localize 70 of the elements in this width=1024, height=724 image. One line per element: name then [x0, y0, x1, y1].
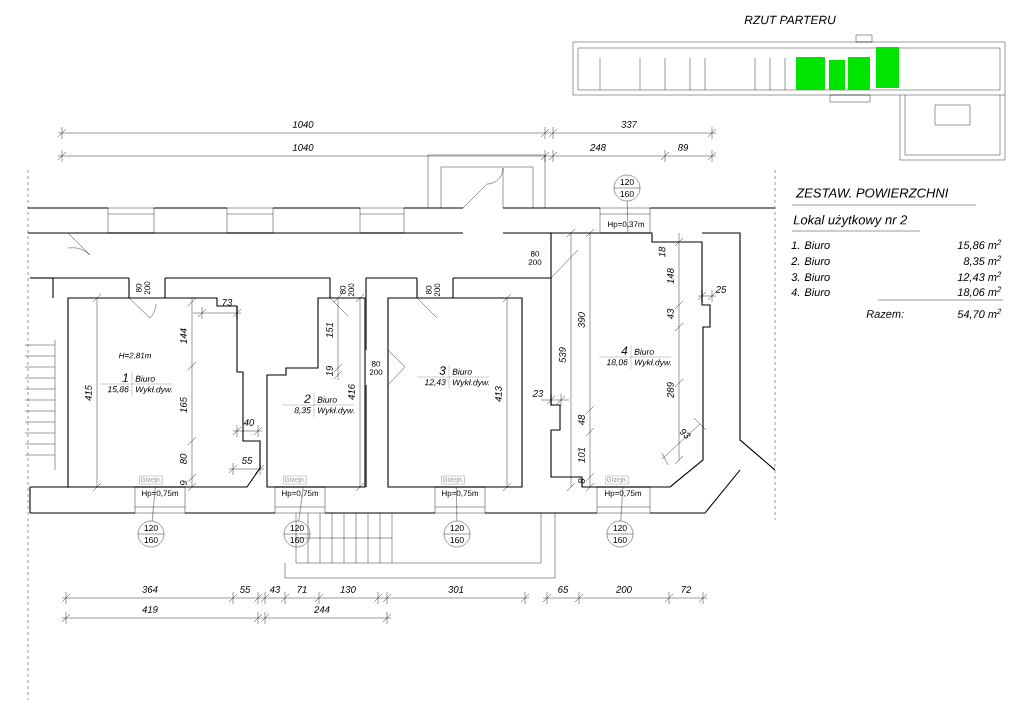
room-name: 4. Biuro: [791, 287, 830, 297]
leader-line: [152, 487, 156, 522]
dimension-value: 89: [678, 144, 689, 151]
dimension-value: 337: [621, 121, 638, 128]
room-name: 1. Biuro: [791, 240, 830, 250]
dimension-value: 364: [142, 586, 158, 593]
leader-line: [620, 487, 624, 522]
leader-line: [298, 487, 304, 522]
dimension-value: 101: [578, 447, 585, 463]
dimension-value: 65: [558, 586, 569, 593]
window-mark: 120 160: [137, 520, 165, 548]
dimension-value: 416: [348, 384, 355, 400]
dimension-value: 248: [590, 144, 606, 151]
room-name: 3. Biuro: [791, 272, 830, 282]
dimension-value: 165: [180, 397, 187, 413]
dimension-value: 19: [326, 365, 333, 377]
dimension-value: 151: [326, 322, 333, 338]
window-mark: 120 160: [443, 520, 471, 548]
dimension-value: 43: [269, 586, 281, 593]
dimension-value: 23: [532, 390, 544, 397]
leader-line: [627, 201, 629, 233]
window-mark: 120 160: [606, 520, 634, 548]
dimension-value: 1040: [292, 144, 314, 151]
dimension-value: 148: [667, 268, 674, 284]
room-name: 2. Biuro: [791, 256, 830, 266]
dimension-value: 390: [578, 312, 585, 328]
total-value: 54,70 m$^{2}$: [957, 308, 1002, 320]
sill-height: Hp=0,75m: [605, 490, 642, 498]
dimension-value: 72: [681, 586, 692, 593]
dimension-value: 301: [448, 586, 464, 593]
window-mark: 120 160: [613, 174, 641, 202]
sill-height: Hp=0,75m: [142, 490, 179, 498]
dimension-value: 55: [241, 457, 253, 464]
dimension-value: 419: [142, 606, 158, 613]
door-size-label: 80 200: [369, 360, 383, 376]
sill-height: Hp=0,75m: [282, 490, 319, 498]
dimension-value: 539: [559, 347, 566, 363]
dimension-value: 200: [616, 586, 632, 593]
dimension-value: 43: [667, 308, 674, 320]
door-size-label: 80 200: [528, 250, 542, 266]
dimension-value: 244: [314, 606, 330, 613]
dimension-value: 415: [85, 385, 92, 401]
dimension-value: 40: [243, 419, 255, 426]
dimension-value: 80: [180, 453, 187, 465]
plan-title: RZUT PARTERU: [744, 15, 836, 25]
sill-height: Hp=0,37m: [608, 221, 645, 229]
dimension-value: 55: [239, 586, 251, 593]
area-value: 18,06 m$^{2}$: [957, 286, 1002, 298]
area-value: 8,35 m$^{2}$: [963, 255, 1002, 267]
dimension-value: 48: [578, 414, 585, 426]
sill-height: Hp=0,75m: [442, 490, 479, 498]
room-height: H=2,81m: [118, 352, 151, 360]
dimension-value: 1040: [292, 121, 314, 128]
dimension-value: 73: [222, 299, 233, 306]
dimension-value: 93: [679, 429, 691, 439]
dimension-value: 9: [180, 480, 187, 486]
dimension-value: 8: [578, 478, 585, 484]
dimension-value: 130: [340, 586, 356, 593]
dimension-value: 289: [667, 382, 674, 398]
area-value: 15,86 m$^{2}$: [957, 239, 1002, 251]
dimension-value: 18: [658, 246, 666, 258]
leader-line: [456, 487, 457, 521]
total-label: Razem:: [866, 310, 904, 318]
dimension-value: 413: [495, 386, 502, 402]
table-heading: ZESTAW. POWIERZCHNI: [795, 188, 949, 198]
unit-name: Lokal użytkowy nr 2: [793, 214, 908, 228]
area-value: 12,43 m$^{2}$: [957, 271, 1002, 283]
dimension-value: 144: [180, 328, 187, 344]
window-mark: 120 160: [283, 520, 311, 548]
dimension-value: 71: [297, 586, 307, 593]
